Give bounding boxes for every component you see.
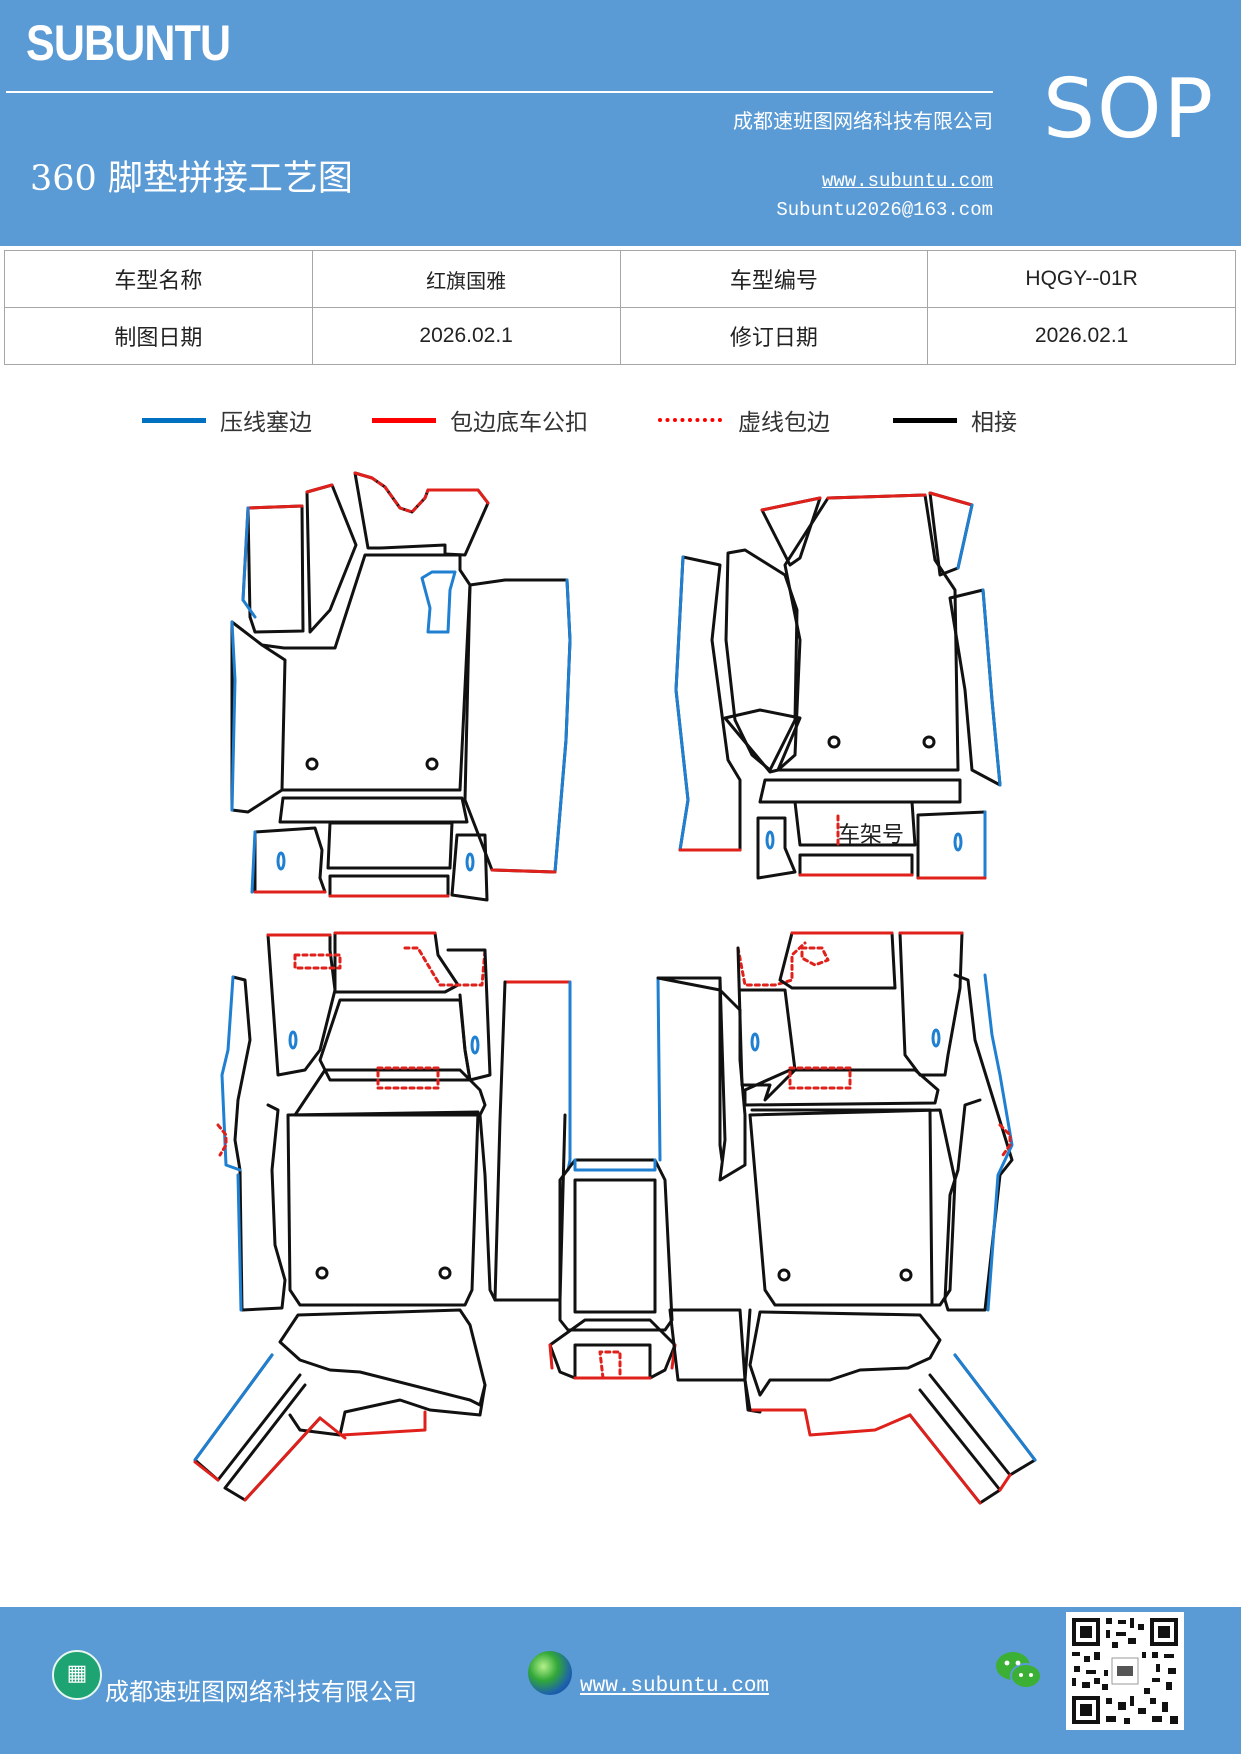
footer-banner: ▦ 成都速班图网络科技有限公司 www.subuntu.com — [0, 1607, 1241, 1754]
model-code-label: 车型编号 — [619, 250, 929, 308]
model-name-label: 车型名称 — [4, 250, 313, 308]
legend-label: 包边底车公扣 — [450, 410, 588, 436]
legend-red-line — [372, 417, 436, 423]
legend-black-line — [893, 417, 957, 423]
wechat-icon[interactable] — [995, 1649, 1043, 1693]
draw-date-label: 制图日期 — [4, 307, 313, 365]
model-name-value: 红旗国雅 — [311, 250, 621, 308]
rear-right-mat — [656, 931, 1037, 1505]
model-code-value: HQGY--01R — [927, 250, 1236, 308]
legend-wrap-edge: 包边底车公扣 — [372, 400, 588, 440]
rear-center-mat — [548, 976, 724, 1380]
brand-logo: SUBUNTU — [26, 15, 231, 71]
table-row: 车型名称 红旗国雅 车型编号 HQGY--01R — [4, 250, 1236, 308]
legend-label: 虚线包边 — [738, 410, 830, 436]
legend-label: 压线塞边 — [220, 410, 312, 436]
document-title: 360 脚垫拼接工艺图 — [30, 159, 353, 199]
revise-date-label: 修订日期 — [619, 307, 929, 365]
header-banner: SUBUNTU SOP 成都速班图网络科技有限公司 www.subuntu.co… — [0, 0, 1241, 246]
sop-badge: SOP — [1043, 62, 1216, 157]
front-left-mat — [230, 471, 572, 902]
rear-left-mat — [193, 931, 572, 1502]
legend-blue-line — [142, 417, 206, 423]
header-email[interactable]: Subuntu2026@163.com — [776, 199, 993, 221]
revise-date-value: 2026.02.1 — [927, 307, 1236, 365]
building-icon: ▦ — [52, 1650, 102, 1700]
legend-label: 相接 — [971, 410, 1017, 436]
front-right-mat: 车架号 — [674, 491, 1002, 880]
footer-company: 成都速班图网络科技有限公司 — [105, 1678, 417, 1706]
header-website-link[interactable]: www.subuntu.com — [821, 170, 993, 192]
legend-joint: 相接 — [893, 400, 1017, 440]
header-divider — [6, 91, 993, 93]
footer-website-link[interactable]: www.subuntu.com — [580, 1675, 770, 1698]
header-company: 成都速班图网络科技有限公司 — [733, 109, 993, 133]
frame-number-label: 车架号 — [838, 823, 904, 848]
table-row: 制图日期 2026.02.1 修订日期 2026.02.1 — [4, 307, 1236, 365]
legend-dotted-wrap: 虚线包边 — [658, 400, 830, 440]
legend-pressed-edge: 压线塞边 — [142, 400, 312, 440]
legend-red-dotted-line — [658, 418, 722, 422]
qr-code-icon[interactable] — [1066, 1612, 1184, 1730]
draw-date-value: 2026.02.1 — [311, 307, 621, 365]
globe-icon — [528, 1651, 572, 1695]
info-table: 车型名称 红旗国雅 车型编号 HQGY--01R 制图日期 2026.02.1 … — [4, 250, 1236, 365]
